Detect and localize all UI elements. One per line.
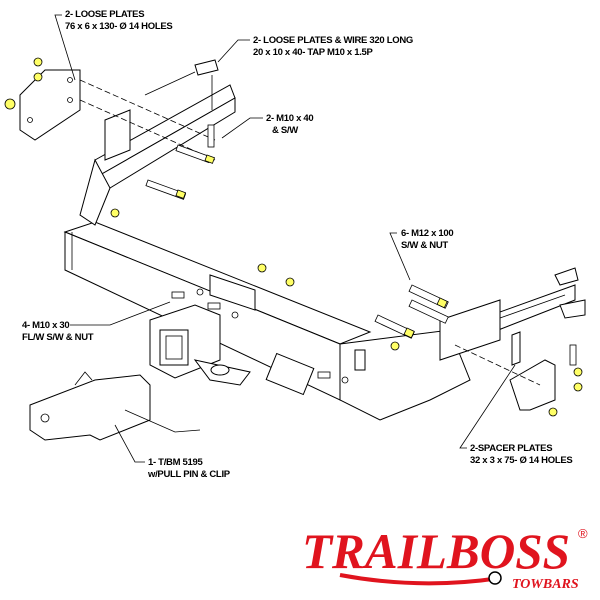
label-line: 2- M10 x 40 — [266, 113, 313, 124]
label-line: & S/W — [272, 125, 298, 136]
receiver-hitch — [149, 304, 315, 396]
label-line: 32 x 3 x 75- Ø 14 HOLES — [470, 455, 572, 466]
label-m12x100: 6- M12 x 100 S/W & NUT — [401, 228, 454, 251]
label-line: 2- LOOSE PLATES & WIRE 320 LONG — [253, 35, 413, 46]
bolts-and-nuts — [4, 57, 583, 417]
label-line: S/W & NUT — [401, 240, 448, 251]
label-line: 1- T/BM 5195 — [148, 457, 203, 468]
logo-tagline: TOWBARS — [512, 577, 579, 592]
label-loose-plates: 2- LOOSE PLATES 76 x 6 x 130- Ø 14 HOLES — [65, 9, 173, 32]
leader-lines — [54, 14, 516, 463]
label-line: FL/W S/W & NUT — [22, 332, 94, 343]
logo-registered-mark: ® — [578, 526, 588, 541]
label-m10x30: 4- M10 x 30 FL/W S/W & NUT — [22, 320, 94, 343]
tow-tongue — [29, 371, 201, 441]
label-line: 2- LOOSE PLATES — [65, 9, 144, 20]
label-loose-plates-wire: 2- LOOSE PLATES & WIRE 320 LONG 20 x 10 … — [253, 35, 413, 58]
logo-swoosh — [339, 573, 501, 586]
label-line: w/PULL PIN & CLIP — [147, 469, 231, 480]
right-mounting-bracket — [339, 267, 586, 421]
label-line: 20 x 10 x 40- TAP M10 x 1.5P — [253, 47, 374, 58]
trailboss-logo: TRAILBOSS ® TOWBARS — [302, 523, 588, 592]
logo-towball-icon — [488, 571, 502, 585]
label-line: 76 x 6 x 130- Ø 14 HOLES — [65, 21, 172, 32]
label-tongue: 1- T/BM 5195 w/PULL PIN & CLIP — [147, 457, 231, 480]
logo-brand: TRAILBOSS — [302, 523, 570, 579]
label-line: 6- M12 x 100 — [401, 228, 453, 239]
label-m10x40: 2- M10 x 40 & S/W — [266, 113, 314, 136]
label-line: 2-SPACER PLATES — [470, 443, 552, 454]
label-line: 4- M10 x 30 — [22, 320, 69, 331]
label-spacer-plates: 2-SPACER PLATES 32 x 3 x 75- Ø 14 HOLES — [470, 443, 573, 466]
left-mounting-bracket — [19, 59, 236, 226]
